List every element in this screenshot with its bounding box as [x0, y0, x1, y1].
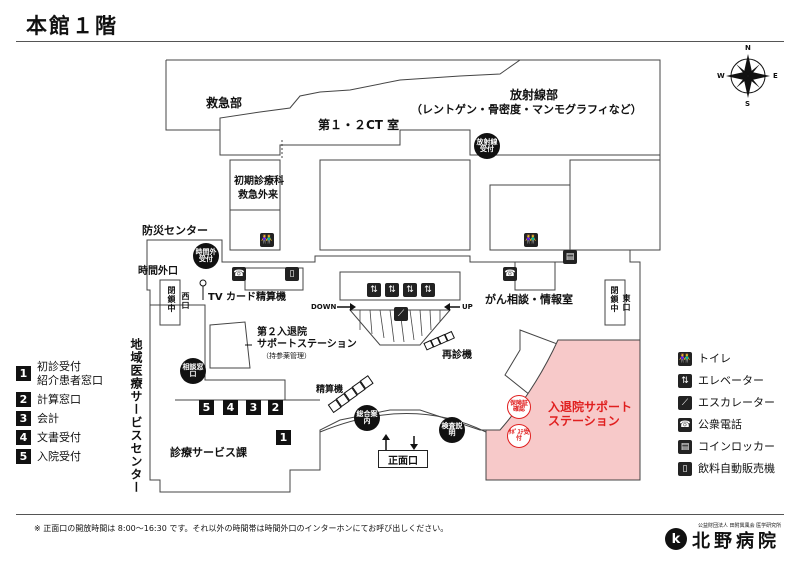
label-radiology: 放射線部 [510, 88, 559, 102]
counter-4: 4 [223, 400, 238, 415]
footer-note: ※ 正面口の開放時間は 8:00〜16:30 です。それ以外の時間帯は時間外口の… [34, 524, 449, 533]
compass-rose [726, 54, 770, 98]
counter-5: 5 [199, 400, 214, 415]
insurance-check-badge: 保険証確認 [507, 395, 531, 419]
label-west-closed: 閉鎖中 [167, 286, 176, 313]
legend-locker-label: コインロッカー [698, 440, 775, 454]
legend-text-1: 初診受付 紹介患者窓口 [37, 360, 103, 387]
label-clinical-service: 診療サービス課 [170, 446, 247, 459]
vending-icon: ▯ [678, 462, 692, 476]
label-admission-support-1: 入退院サポート [548, 400, 633, 414]
compass-e: E [773, 72, 778, 80]
label-night-entrance: 時間外口 [138, 266, 178, 277]
legend-locker: ▤ コインロッカー [678, 440, 775, 454]
legend-left-3: 3 会計 [16, 411, 59, 426]
legend-text-5: 入院受付 [37, 449, 81, 463]
locker-icon: ▤ [678, 440, 692, 454]
toilet-icon: 👫 [260, 233, 274, 247]
elevator-icon: ⇅ [367, 283, 381, 297]
label-emergency: 救急部 [206, 96, 243, 110]
label-radiology-sub: （レントゲン・骨密度・マンモグラフィなど） [411, 103, 642, 116]
night-reception-badge: 時間外受付 [193, 243, 219, 269]
label-primary-care-1: 初期診療科 [234, 176, 284, 187]
elevator-icon: ⇅ [385, 283, 399, 297]
org-name: 公益財団法人 田附興風会 医学研究所 [698, 523, 782, 529]
elevator-icon: ⇅ [403, 283, 417, 297]
legend-elevator-label: エレベーター [698, 374, 764, 388]
legend-phone-label: 公衆電話 [698, 418, 742, 432]
label-east: 東口 [622, 294, 631, 312]
legend-left-1: 1 初診受付 紹介患者窓口 [16, 360, 103, 388]
phone-icon: ☎ [232, 267, 246, 281]
label-primary-care-2: 救急外来 [238, 190, 278, 201]
label-east-closed: 閉鎖中 [610, 286, 619, 313]
counter-2: 2 [268, 400, 283, 415]
legend-left-2: 2 計算窓口 [16, 392, 81, 407]
phone-icon: ☎ [503, 267, 517, 281]
legend-num-2: 2 [16, 392, 31, 407]
legend-text-3: 会計 [37, 411, 59, 425]
label-reissue: 再診機 [442, 350, 472, 361]
counter-1: 1 [276, 430, 291, 445]
toilet-icon: 👫 [678, 352, 692, 366]
compass-s: S [745, 100, 751, 108]
label-disaster-center: 防災センター [142, 224, 208, 237]
compass-w: W [717, 72, 725, 80]
legend-text-2: 計算窓口 [37, 392, 81, 406]
legend-num-1: 1 [16, 366, 31, 382]
elevator-icon: ⇅ [678, 374, 692, 388]
label-cancer-consult: がん相談・情報室 [485, 293, 573, 306]
label-support2-1: 第２入退院 [257, 327, 307, 338]
legend-elevator: ⇅ エレベーター [678, 374, 764, 388]
label-settlement-machine: 精算機 [316, 385, 344, 395]
legend-text-4: 文書受付 [37, 430, 81, 444]
outpatient-reception-badge: ｻﾎﾟｽﾃ受付 [507, 424, 531, 448]
legend-escalator-label: エスカレーター [698, 396, 775, 410]
legend-left-5: 5 入院受付 [16, 449, 81, 464]
consult-window-badge: 相談窓口 [180, 358, 206, 384]
legend-num-4: 4 [16, 430, 31, 445]
page-title: 本館１階 [26, 14, 118, 38]
label-ct: 第１・２CT 室 [318, 118, 400, 132]
label-up: UP [462, 303, 473, 311]
label-regional-center: 地域医療サービスセンター [129, 338, 143, 494]
phone-icon: ☎ [678, 418, 692, 432]
legend-phone: ☎ 公衆電話 [678, 418, 742, 432]
general-info-badge: 総合案内 [354, 405, 380, 431]
escalator-icon: ⟋ [678, 396, 692, 410]
escalator-icon: ⟋ [394, 307, 408, 321]
legend-left-4: 4 文書受付 [16, 430, 81, 445]
toilet-icon: 👫 [524, 233, 538, 247]
label-support2-2: サポートステーション [257, 339, 357, 350]
title-divider [16, 41, 784, 42]
label-west: 西口 [181, 292, 190, 310]
legend-toilet: 👫 トイレ [678, 352, 731, 366]
legend-toilet-label: トイレ [698, 352, 731, 366]
legend-num-5: 5 [16, 449, 31, 464]
label-tv-card: TV カード精算機 [208, 292, 287, 303]
label-down: DOWN [311, 303, 337, 311]
exam-explain-badge: 検査説明 [439, 417, 465, 443]
label-support2-3: （持参薬管理） [262, 352, 311, 360]
legend-vending: ▯ 飲料自動販売機 [678, 462, 775, 476]
hospital-logo: k [665, 528, 687, 550]
front-entrance: 正面口 [378, 450, 428, 468]
legend-num-3: 3 [16, 411, 31, 426]
radiology-reception-badge: 放射線受付 [474, 133, 500, 159]
label-admission-support-2: ステーション [548, 414, 620, 428]
counter-3: 3 [246, 400, 261, 415]
legend-escalator: ⟋ エスカレーター [678, 396, 775, 410]
compass-n: N [745, 44, 751, 52]
vending-icon: ▯ [285, 267, 299, 281]
hospital-name: 北野病院 [692, 531, 780, 552]
legend-vending-label: 飲料自動販売機 [698, 462, 775, 476]
footer-divider [16, 514, 784, 515]
locker-icon: ▤ [563, 250, 577, 264]
elevator-icon: ⇅ [421, 283, 435, 297]
